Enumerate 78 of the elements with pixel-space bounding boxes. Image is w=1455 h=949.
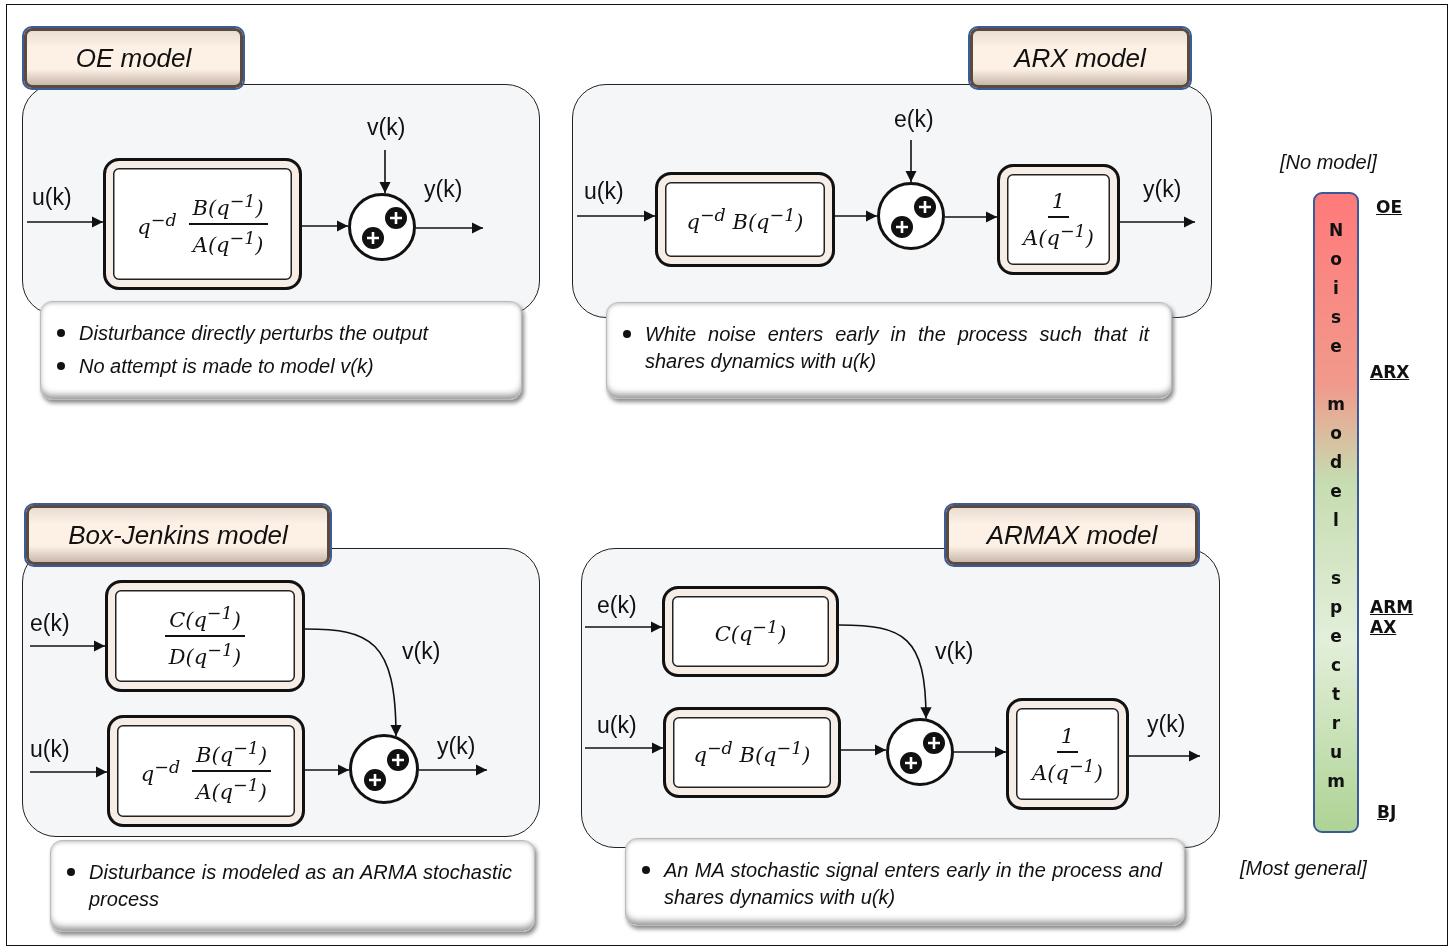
- range-label: [Most general]: [1240, 856, 1367, 880]
- title-tab: ARMAX model: [946, 505, 1198, 565]
- arrow: [840, 744, 887, 756]
- title-tab: ARX model: [970, 28, 1190, 88]
- arrow: [944, 211, 998, 223]
- bullet-text: Disturbance is modeled as an ARMA stochastic process: [89, 860, 512, 912]
- signal-label: v(k): [367, 116, 406, 139]
- range-label: [No model]: [1280, 150, 1377, 174]
- title-tab: OE model: [24, 28, 243, 88]
- arrow: [1119, 216, 1196, 228]
- signal-label: u(k): [597, 714, 637, 737]
- arrow: [576, 210, 656, 222]
- arrow: [418, 764, 488, 776]
- bar-label: Noise model spectrum: [1326, 219, 1346, 802]
- note-card: [40, 301, 522, 400]
- fraction-denominator: A(q$^{−1}$): [1020, 220, 1095, 250]
- fraction-denominator: A(q$^{−1}$): [190, 227, 265, 257]
- signal-label: u(k): [32, 186, 72, 209]
- arrow: [415, 222, 484, 234]
- signal-label: e(k): [894, 108, 934, 131]
- arrow: [379, 149, 391, 194]
- arrow: [304, 628, 402, 737]
- arrow: [834, 210, 878, 222]
- signal-label: u(k): [30, 738, 70, 761]
- signal-label: u(k): [584, 180, 624, 203]
- fraction-numerator: B(q$^{−1}$): [192, 738, 272, 772]
- arrow: [29, 766, 108, 778]
- fraction-denominator: A(q$^{−1}$): [193, 774, 269, 804]
- arrow: [301, 220, 349, 232]
- transfer-function-block: [103, 158, 302, 290]
- math-term: q$^{−d}$: [140, 756, 181, 786]
- math-term: C(q$^{−1}$): [714, 617, 787, 646]
- fraction-numerator: C(q$^{−1}$): [165, 603, 245, 637]
- arrow: [584, 742, 664, 754]
- spectrum-bar: [1313, 192, 1359, 833]
- arrow: [584, 621, 663, 633]
- signal-label: y(k): [437, 735, 476, 758]
- transfer-function-block: [1006, 698, 1129, 810]
- note-card: [625, 838, 1185, 926]
- arrow: [304, 764, 350, 776]
- signal-label: y(k): [1147, 713, 1186, 736]
- transfer-function-block: [662, 586, 839, 677]
- transfer-function-block: [105, 580, 305, 692]
- bullet-text: White noise enters early in the process such that it shares dynamics with u(k): [645, 322, 1149, 374]
- arrow: [838, 624, 932, 720]
- arrow: [905, 139, 917, 183]
- transfer-function-block: [107, 715, 305, 827]
- fraction-numerator: B(q$^{−1}$): [188, 191, 268, 225]
- title-tab: Box-Jenkins model: [26, 505, 330, 565]
- signal-label: v(k): [935, 640, 974, 663]
- arrow: [26, 216, 104, 228]
- model-marker-label: ARX: [1370, 362, 1410, 383]
- arrow: [29, 640, 106, 652]
- arrow: [953, 746, 1007, 758]
- model-marker-label: OE: [1376, 197, 1403, 218]
- bullet-text: Disturbance directly perturbs the output: [79, 321, 430, 346]
- note-card: [606, 302, 1172, 399]
- fraction-numerator: 1: [1047, 189, 1070, 218]
- fraction-denominator: D(q$^{−1}$): [167, 639, 243, 669]
- signal-label: y(k): [424, 178, 463, 201]
- note-card: [50, 840, 535, 932]
- fraction-numerator: 1: [1056, 723, 1079, 753]
- transfer-function-block: [997, 164, 1120, 275]
- fraction-denominator: A(q$^{−1}$): [1029, 754, 1104, 785]
- transfer-function-block: [663, 707, 841, 798]
- math-term: q$^{−d}$ B(q$^{−1}$): [693, 738, 811, 767]
- bullet-text: No attempt is made to model v(k): [79, 354, 375, 379]
- signal-label: v(k): [402, 640, 441, 663]
- arrow: [1128, 750, 1201, 762]
- math-term: q$^{−d}$ B(q$^{−1}$): [686, 205, 804, 234]
- model-marker-label: ARMAX: [1370, 597, 1414, 638]
- transfer-function-block: [655, 172, 835, 267]
- math-term: q$^{−d}$: [137, 209, 177, 239]
- signal-label: y(k): [1143, 178, 1182, 201]
- model-marker-label: BJ: [1377, 802, 1397, 823]
- signal-label: e(k): [597, 594, 637, 617]
- signal-label: e(k): [30, 612, 70, 635]
- bullet-text: An MA stochastic signal enters early in the process and shares dynamics with u(k): [664, 858, 1162, 910]
